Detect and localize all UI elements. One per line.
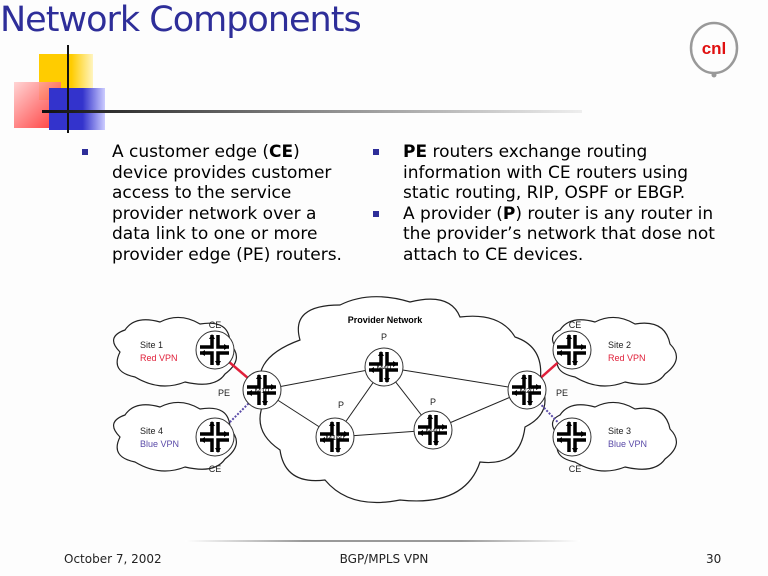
router-icon — [551, 329, 593, 371]
router-model-labels: M10 M40 M160 M40 M20 — [255, 363, 535, 442]
site-labels: Site 1 Red VPN Site 4 Blue VPN Site 2 Re… — [140, 340, 647, 449]
role-labels: CE CE CE CE PE PE P P P — [209, 320, 582, 474]
footer-title: BGP/MPLS VPN — [339, 552, 429, 566]
slide-title: Network Components — [0, 0, 362, 40]
cloud-provider — [259, 296, 546, 504]
svg-text:M40: M40 — [377, 363, 392, 372]
svg-text:CE: CE — [209, 464, 222, 474]
svg-text:P: P — [430, 397, 436, 407]
router-ce4 — [194, 416, 236, 458]
bullet-marker — [373, 149, 379, 155]
logo-text: cnl — [702, 39, 727, 58]
svg-text:Site 1: Site 1 — [140, 340, 163, 350]
svg-text:CE: CE — [569, 320, 582, 330]
svg-text:M10: M10 — [255, 386, 270, 395]
svg-text:CE: CE — [569, 464, 582, 474]
router-icon — [551, 416, 593, 458]
cnl-logo: cnl — [689, 21, 739, 78]
bullet-marker — [82, 149, 88, 155]
left-column: A customer edge (CE) device provides cus… — [82, 142, 352, 265]
svg-text:Blue VPN: Blue VPN — [140, 439, 179, 449]
svg-text:Blue VPN: Blue VPN — [608, 439, 647, 449]
svg-text:Site 3: Site 3 — [608, 426, 631, 436]
svg-text:PE: PE — [556, 388, 568, 398]
svg-text:M40: M40 — [426, 426, 441, 435]
bullet-ce: A customer edge (CE) device provides cus… — [82, 142, 352, 265]
right-column: PE routers exchange routing information … — [373, 142, 723, 265]
page-number: 30 — [706, 552, 722, 566]
router-icon — [194, 329, 236, 371]
svg-text:P: P — [381, 332, 387, 342]
bullet-pe: PE routers exchange routing information … — [373, 142, 723, 204]
footer-date: October 7, 2002 — [64, 552, 162, 566]
router-icon — [194, 416, 236, 458]
svg-text:M160: M160 — [326, 433, 345, 442]
svg-text:Site 2: Site 2 — [608, 340, 631, 350]
bullet-p: A provider (P) router is any router in t… — [373, 204, 723, 266]
provider-network-label: Provider Network — [348, 315, 424, 325]
router-ce1 — [194, 329, 236, 371]
svg-text:Red VPN: Red VPN — [608, 353, 646, 363]
bullet-marker — [373, 210, 379, 217]
svg-text:Site 4: Site 4 — [140, 426, 163, 436]
clouds — [113, 296, 677, 504]
svg-text:CE: CE — [209, 320, 222, 330]
decor-blue-square — [49, 88, 105, 130]
svg-text:M20: M20 — [520, 386, 535, 395]
svg-text:P: P — [338, 400, 344, 410]
title-underline — [42, 110, 582, 113]
footer-line — [185, 540, 580, 542]
svg-text:PE: PE — [218, 388, 230, 398]
svg-text:Red VPN: Red VPN — [140, 353, 178, 363]
decor-vertical-line — [67, 45, 69, 133]
router-ce3 — [551, 416, 593, 458]
router-ce2 — [551, 329, 593, 371]
